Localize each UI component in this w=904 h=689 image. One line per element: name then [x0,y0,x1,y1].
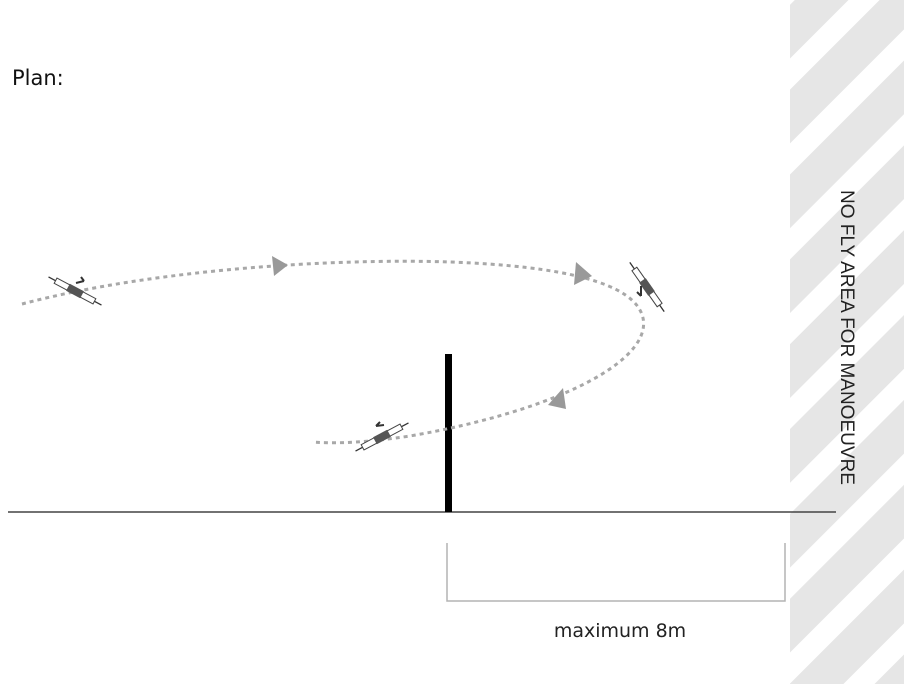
no-fly-zone [790,0,904,684]
direction-arrow-icon [574,262,592,285]
no-fly-label: NO FLY AREA FOR MANOEUVRE [836,190,857,485]
distance-bracket [446,543,786,602]
direction-arrow-icon [272,256,288,276]
drone-icon [355,422,409,452]
distance-label: maximum 8m [553,620,687,642]
plan-label: Plan: [12,66,64,90]
direction-arrow-icon [636,286,642,297]
drone-icon [48,276,102,306]
direction-arrow-icon [75,276,85,284]
pole [445,354,452,512]
flight-path [21,259,646,445]
drone-icon [629,262,665,312]
direction-arrow-icon [548,388,566,409]
direction-arrow-icon [375,421,385,427]
